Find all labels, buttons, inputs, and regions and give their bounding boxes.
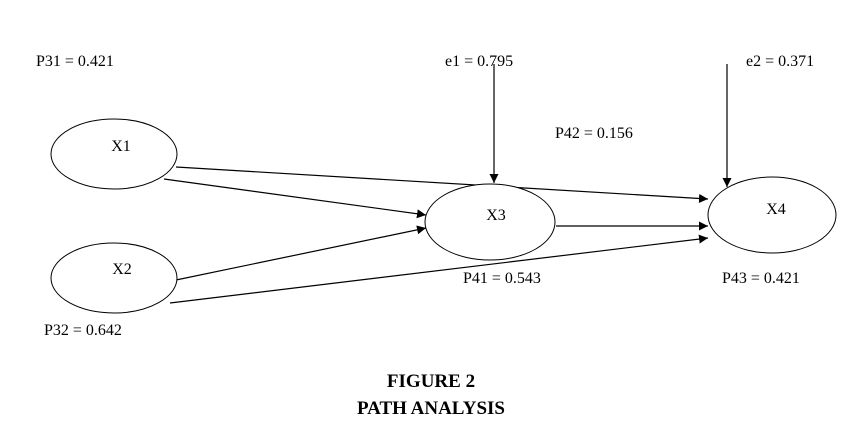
node-x3: X3	[424, 183, 556, 261]
edge-x1-x4	[175, 166, 709, 203]
node-x4-label: X4	[766, 201, 786, 218]
figure-title: PATH ANALYSIS	[357, 398, 505, 419]
node-x2: X2	[50, 242, 178, 314]
node-x4: X4	[707, 176, 837, 254]
label-p41: P41 = 0.543	[463, 270, 541, 287]
node-x1-label: X1	[111, 138, 131, 155]
edge-x1-x3	[163, 178, 427, 219]
label-p42: P42 = 0.156	[555, 125, 633, 142]
label-p43: P43 = 0.421	[722, 270, 800, 287]
node-x3-ellipse	[424, 183, 556, 261]
node-x3-label: X3	[486, 207, 506, 224]
figure-number: FIGURE 2	[387, 371, 475, 392]
label-e2: e2 = 0.371	[746, 53, 814, 70]
node-x2-label: X2	[112, 261, 132, 278]
node-x2-ellipse	[50, 242, 178, 314]
edge-x2-x4	[169, 234, 709, 304]
label-p31: P31 = 0.421	[36, 53, 114, 70]
node-x1: X1	[50, 118, 178, 190]
node-x1-ellipse	[50, 118, 178, 190]
label-e1: e1 = 0.795	[445, 53, 513, 70]
edge-x2-x3	[175, 225, 427, 281]
label-p32: P32 = 0.642	[44, 322, 122, 339]
node-x4-ellipse	[707, 176, 837, 254]
